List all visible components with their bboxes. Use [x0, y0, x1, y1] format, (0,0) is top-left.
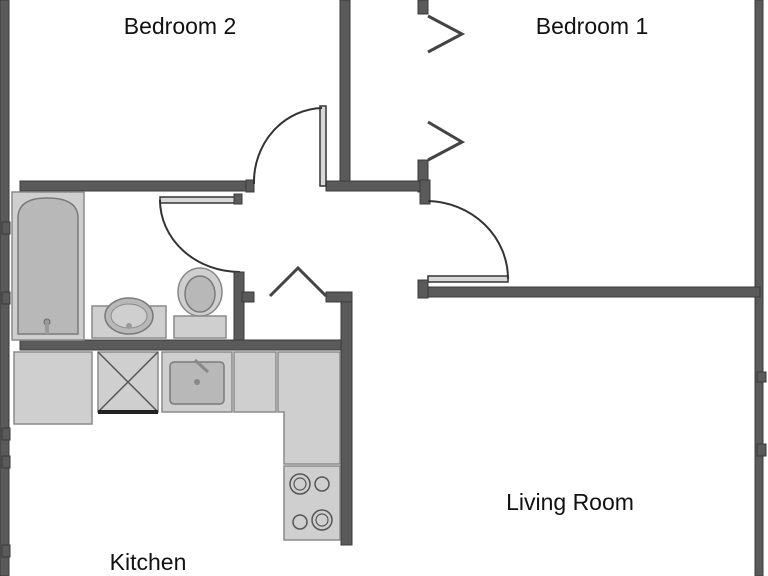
kitchen-counter-left: [13, 351, 93, 425]
wall-bedroom-divider: [339, 0, 351, 191]
bathroom-kitchen-walls: [19, 265, 353, 546]
room-label-living-room: Living Room: [506, 489, 634, 515]
dishwasher: [97, 351, 159, 414]
bedroom-1-closet-doors: [417, 0, 466, 193]
toilet: [173, 267, 227, 339]
bedroom-2-south-wall: [19, 179, 255, 193]
room-label-kitchen: Kitchen: [110, 549, 187, 575]
stove: [283, 465, 341, 541]
bedroom-1-south-wall: [325, 179, 431, 205]
room-label-bedroom-1: Bedroom 1: [536, 13, 649, 39]
bedroom-1-door: [427, 200, 509, 283]
bedroom-2-door: [252, 105, 327, 187]
left-exterior-wall: [0, 0, 11, 576]
bathroom-door: [159, 193, 243, 273]
room-label-bedroom-2: Bedroom 2: [124, 13, 237, 39]
kitchen-sink: [161, 351, 233, 413]
bathroom-sink: [91, 297, 167, 339]
bedroom-1-living-wall: [417, 279, 761, 299]
bathtub: [11, 191, 85, 341]
kitchen-counter-right: [233, 351, 341, 465]
